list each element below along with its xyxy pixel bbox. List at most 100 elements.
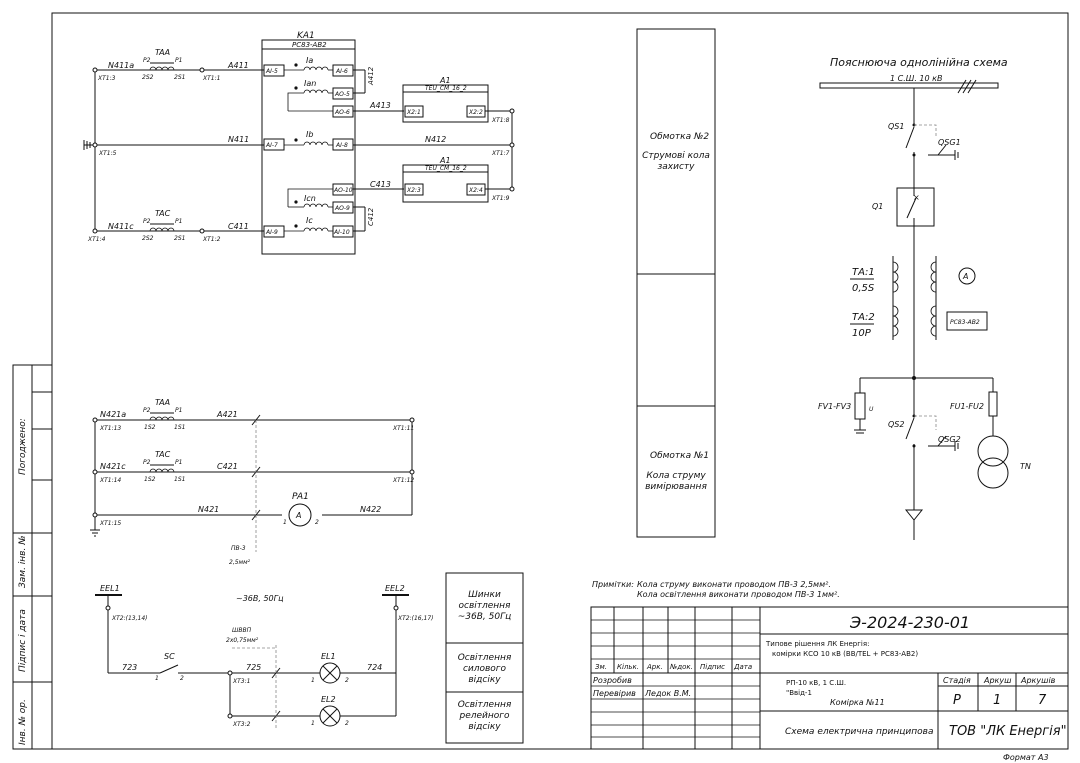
side-stamp: Погоджено: Зам. інв. № Підпис і дата Інв… (12, 364, 53, 750)
coil-ic: Ic (306, 216, 313, 225)
term-xt3-1: XT3:1 (232, 678, 250, 685)
tb-obj-2: "Ввід-1 (786, 689, 812, 697)
m-wire-n421a: N421a (100, 410, 126, 419)
sld-ta1-bottom: 0,5S (852, 283, 875, 294)
tb-role-2: Перевірив (593, 689, 636, 698)
a1-bot-ref: A1 (439, 156, 451, 165)
single-line-diagram: Пояснююча однолінійна схема 1 С.Ш. 10 кВ… (818, 56, 1031, 540)
sld-u: U (869, 406, 874, 413)
m-term-xt1-11: XT1:11 (392, 425, 414, 432)
tb-sheet: 1 (993, 693, 1001, 708)
port-ai7: AI-7 (265, 142, 278, 149)
a1-top-x22: X2:2 (468, 109, 483, 116)
notes-line-2: Кола освітлення виконати проводом ПВ-3 1… (637, 590, 840, 599)
wire-n411c: N411c (108, 222, 134, 231)
wire-723: 723 (122, 663, 137, 672)
tb-h-dok: №док. (669, 663, 693, 671)
lighting-xt-left: XT2:(13,14) (111, 615, 147, 622)
port-ao6: AO-6 (334, 109, 350, 116)
sld-qsg2: QSG2 (938, 435, 961, 444)
a1-bot-x23: X2:3 (406, 187, 421, 194)
sld-ammeter (958, 267, 976, 285)
port-ao5: AO-5 (334, 91, 350, 98)
coil-ib: Ib (306, 130, 313, 139)
term-xt1-2: XT1:2 (202, 236, 221, 243)
pa1-ref: PA1 (292, 492, 309, 502)
relay-model: РС83-АВ2 (292, 41, 327, 49)
tb-doc-code: Э-2024-230-01 (849, 613, 970, 632)
winding-1-sub: Кола струму вимірювання (645, 471, 707, 492)
port-ao10: AO-10 (333, 187, 353, 194)
tb-format: Формат А3 (1003, 753, 1049, 762)
lighting-circuits: EEL1 EEL2 ~36В, 50Гц XT2:(13,14) XT2:(16… (95, 584, 433, 730)
m-cable-section: 2,5мм² (229, 559, 251, 566)
term-xt1-9: XT1:9 (491, 195, 510, 202)
ta-a-p2: P2 (143, 57, 151, 64)
sld-ta1-top: ТА:1 (852, 267, 875, 278)
m-ta-a-p2: P2 (143, 407, 151, 414)
notes: Примітки: Кола струму виконати проводом … (592, 580, 840, 599)
lamp-el1-ref: EL1 (321, 652, 336, 661)
switch-pin2: 2 (180, 675, 184, 682)
a1-bot-model: TEU_CM_16_2 (425, 165, 467, 172)
sld-ta2-bottom: 10Р (852, 328, 872, 339)
wire-n411a: N411a (108, 61, 134, 70)
tb-company: ТОВ "ЛК Енергія" (949, 724, 1067, 739)
m-term-xt1-15: XT1:15 (99, 520, 121, 527)
lamp-el1-pin1: 1 (311, 677, 315, 684)
pa1-pin2: 2 (315, 519, 319, 526)
m-ta-c-name: TAC (155, 450, 171, 459)
stamp-inv-orig: Інв. № ор. (18, 699, 28, 745)
tb-sheets: 7 (1038, 693, 1047, 708)
tb-h-kilk: Кільк. (617, 663, 639, 671)
wire-725: 725 (246, 663, 261, 672)
wire-c412: C412 (367, 207, 375, 226)
term-xt1-3: XT1:3 (97, 75, 116, 82)
tb-obj-3: Комірка №11 (830, 698, 885, 707)
coil-icn: Icn (304, 194, 316, 203)
legend-row-3: Освітлення релейного відсіку (457, 700, 512, 732)
middle-column: Обмотка №2 Струмові кола захисту Обмотка… (636, 28, 716, 538)
tb-sheets-h: Аркушів (1020, 676, 1056, 685)
port-ai8: AI-8 (335, 142, 348, 149)
lighting-voltage: ~36В, 50Гц (236, 594, 284, 603)
switch-pin1: 1 (155, 675, 159, 682)
m-wire-n421: N421 (198, 505, 219, 514)
sld-bus-label: 1 С.Ш. 10 кВ (890, 74, 942, 83)
m-wire-n421c: N421c (100, 462, 126, 471)
title-block: Зм. Кільк. Арк. №док. Підпис Дата Розроб… (590, 606, 1069, 762)
sld-qs1: QS1 (888, 122, 904, 131)
winding-1-title: Обмотка №1 (650, 451, 709, 461)
m-ta-c-p1: P1 (175, 459, 182, 466)
stamp-agreed: Погоджено: (18, 418, 28, 475)
wire-a412: A412 (367, 66, 375, 86)
legend-row-2: Освітлення силового відсіку (457, 653, 512, 685)
tb-obj-1: РП-10 кВ, 1 С.Ш. (786, 679, 846, 687)
lamp-el1-pin2: 2 (345, 677, 349, 684)
wire-c413: C413 (370, 180, 391, 189)
tb-stage: Р (953, 693, 961, 708)
tb-h-ark: Арк. (646, 663, 663, 671)
tb-name-2: Ледок В.М. (644, 689, 691, 698)
m-ta-c-s1: 1S1 (174, 476, 185, 483)
sld-relay-box (946, 311, 988, 331)
tb-h-pidpys: Підпис (700, 663, 725, 671)
sld-title: Пояснююча однолінійна схема (830, 56, 1008, 69)
lamp-el2-pin1: 1 (311, 720, 315, 727)
sld-qs2: QS2 (888, 420, 904, 429)
m-cable-type: ПВ-3 (231, 545, 246, 552)
ta-a-p1: P1 (175, 57, 182, 64)
ta-a-s2: 2S2 (142, 74, 154, 81)
m-ta-a-s1: 1S1 (174, 424, 185, 431)
tb-h-data: Дата (733, 663, 752, 671)
m-term-xt1-12: XT1:12 (392, 477, 414, 484)
tb-stage-h: Стадія (943, 676, 971, 685)
wire-c411: C411 (228, 222, 249, 231)
sld-ta2-top: ТА:2 (852, 312, 875, 323)
port-ai10: AI-10 (333, 229, 350, 236)
ta-a-name: TAA (155, 48, 170, 57)
lighting-cable-type: ШВВП (232, 627, 252, 634)
tb-sheet-h: Аркуш (983, 676, 1012, 685)
notes-line-1: Кола струму виконати проводом ПВ-3 2,5мм… (637, 580, 831, 589)
m-term-xt1-14: XT1:14 (99, 477, 121, 484)
